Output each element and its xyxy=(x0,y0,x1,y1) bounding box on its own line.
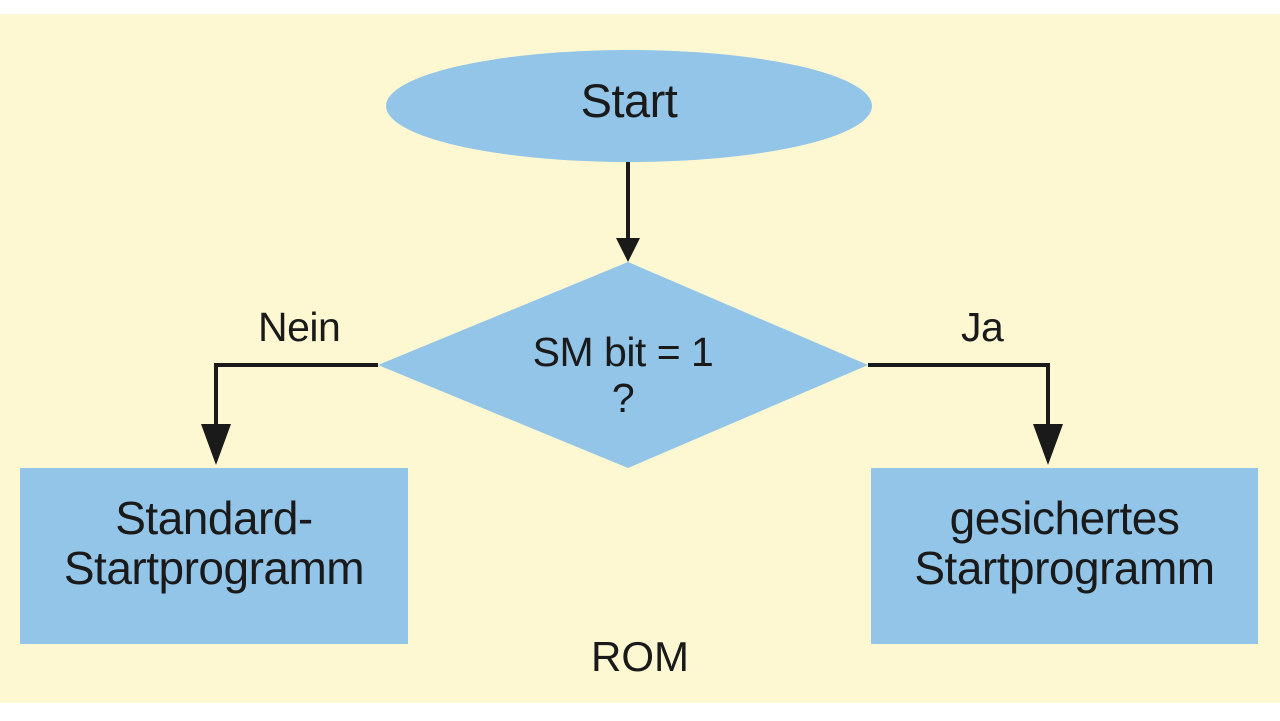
right-process-node-shape xyxy=(871,468,1258,644)
left-process-label-line-1: Standard- xyxy=(115,492,313,544)
arrowhead-decision-to-left xyxy=(201,424,231,465)
decision-node-label: SM bit = 1 ? xyxy=(378,330,868,421)
start-node-shape xyxy=(386,50,872,162)
left-process-node-label: Standard- Startprogramm xyxy=(20,492,408,594)
figure-caption-rom: ROM xyxy=(591,633,689,680)
edge-label-nein: Nein xyxy=(258,304,341,350)
left-process-node-shape xyxy=(20,468,408,644)
right-process-label-line-2: Startprogramm xyxy=(914,541,1215,594)
start-node-label: Start xyxy=(580,74,678,127)
decision-label-line-1: SM bit = 1 xyxy=(532,329,714,375)
connector-decision-to-right xyxy=(868,363,1050,424)
edge-label-ja: Ja xyxy=(961,304,1004,350)
connector-decision-to-left xyxy=(214,363,378,424)
right-process-node-label: gesichertes Startprogramm xyxy=(871,492,1258,594)
decision-label-line-2: ? xyxy=(611,375,635,422)
decision-node-shape xyxy=(378,262,868,468)
arrowhead-start-to-decision xyxy=(616,238,640,262)
right-process-label-line-1: gesichertes xyxy=(949,492,1180,544)
arrowhead-decision-to-right xyxy=(1033,424,1063,465)
left-process-label-line-2: Startprogramm xyxy=(63,541,365,594)
